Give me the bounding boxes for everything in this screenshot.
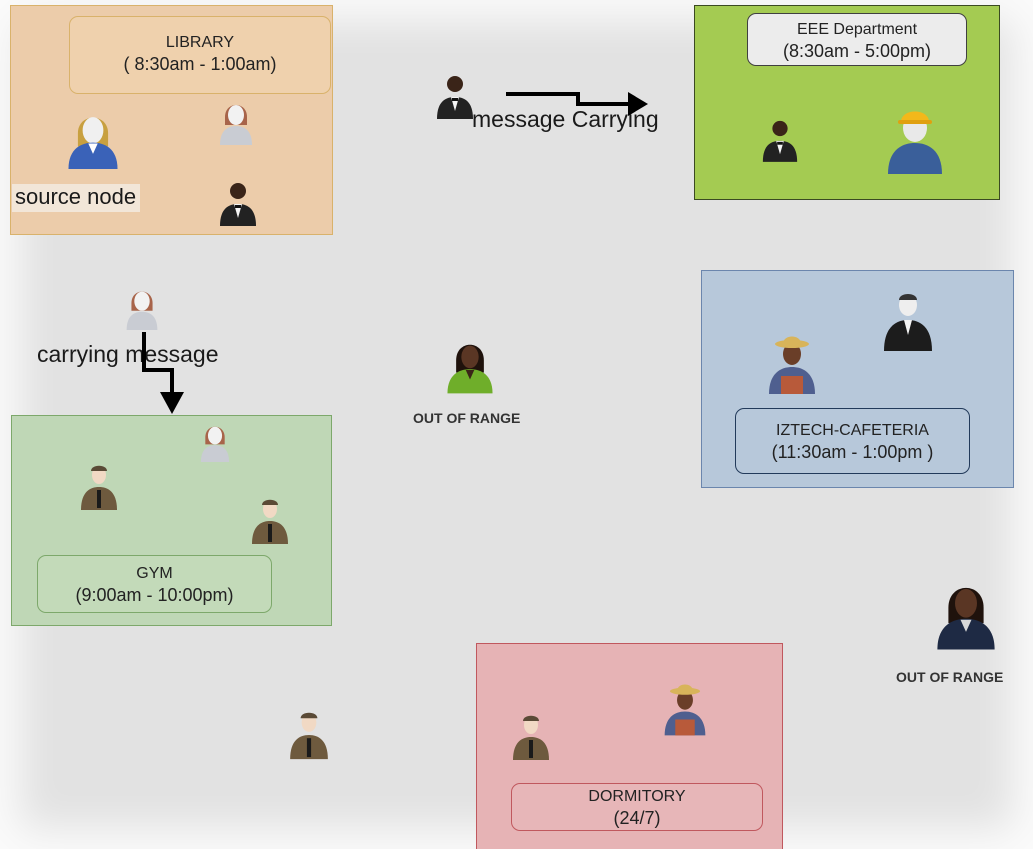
gym-label: GYM (9:00am - 10:00pm) [37, 555, 272, 613]
gym-name: GYM [136, 565, 173, 582]
waiter-icon[interactable] [434, 71, 476, 119]
woman-icon[interactable] [122, 282, 162, 330]
out-of-range-label: OUT OF RANGE [413, 410, 521, 426]
eee-label: EEE Department (8:30am - 5:00pm) [747, 13, 967, 66]
library-name: LIBRARY [165, 34, 235, 51]
woman-icon[interactable] [196, 418, 234, 462]
out-of-range-label: OUT OF RANGE [896, 669, 1004, 685]
businesswoman-icon[interactable] [64, 103, 122, 169]
carrying-message-label: carrying message [37, 341, 219, 367]
arrowhead-down [160, 392, 184, 414]
library-label: LIBRARY ( 8:30am - 1:00am) [69, 16, 331, 94]
dormitory-label: DORMITORY (24/7) [511, 783, 763, 831]
cafeteria-name: IZTECH-CAFETERIA [776, 422, 929, 439]
source-node-label: source node [12, 184, 141, 212]
cafeteria-region: IZTECH-CAFETERIA (11:30am - 1:00pm ) [701, 270, 1014, 488]
soldier-icon[interactable] [510, 712, 552, 760]
cafeteria-hours: (11:30am - 1:00pm ) [771, 442, 934, 462]
eee-name: EEE Department [796, 21, 918, 38]
dormitory-hours: (24/7) [613, 808, 661, 828]
soldier-icon[interactable] [287, 708, 331, 760]
construction-worker-icon[interactable] [884, 100, 946, 174]
businesswoman-icon[interactable] [444, 332, 496, 394]
businessman-icon[interactable] [881, 287, 935, 351]
eee-region: EEE Department (8:30am - 5:00pm) [694, 5, 1000, 200]
woman-icon[interactable] [216, 95, 256, 145]
waiter-icon[interactable] [760, 116, 800, 162]
businesswoman-icon[interactable] [933, 572, 999, 650]
eee-hours: (8:30am - 5:00pm) [782, 41, 932, 61]
waiter-icon[interactable] [217, 178, 259, 226]
cafeteria-label: IZTECH-CAFETERIA (11:30am - 1:00pm ) [735, 408, 970, 474]
farmer-icon[interactable] [766, 332, 818, 394]
message-carrying-label: message Carrying [472, 106, 659, 132]
message-carrying-arrow [506, 92, 630, 106]
soldier-icon[interactable] [78, 462, 120, 510]
dormitory-name: DORMITORY [588, 788, 686, 805]
farmer-icon[interactable] [662, 680, 708, 736]
library-hours: ( 8:30am - 1:00am) [123, 54, 277, 74]
gym-region: GYM (9:00am - 10:00pm) [11, 415, 332, 626]
gym-hours: (9:00am - 10:00pm) [75, 585, 234, 605]
soldier-icon[interactable] [249, 496, 291, 544]
